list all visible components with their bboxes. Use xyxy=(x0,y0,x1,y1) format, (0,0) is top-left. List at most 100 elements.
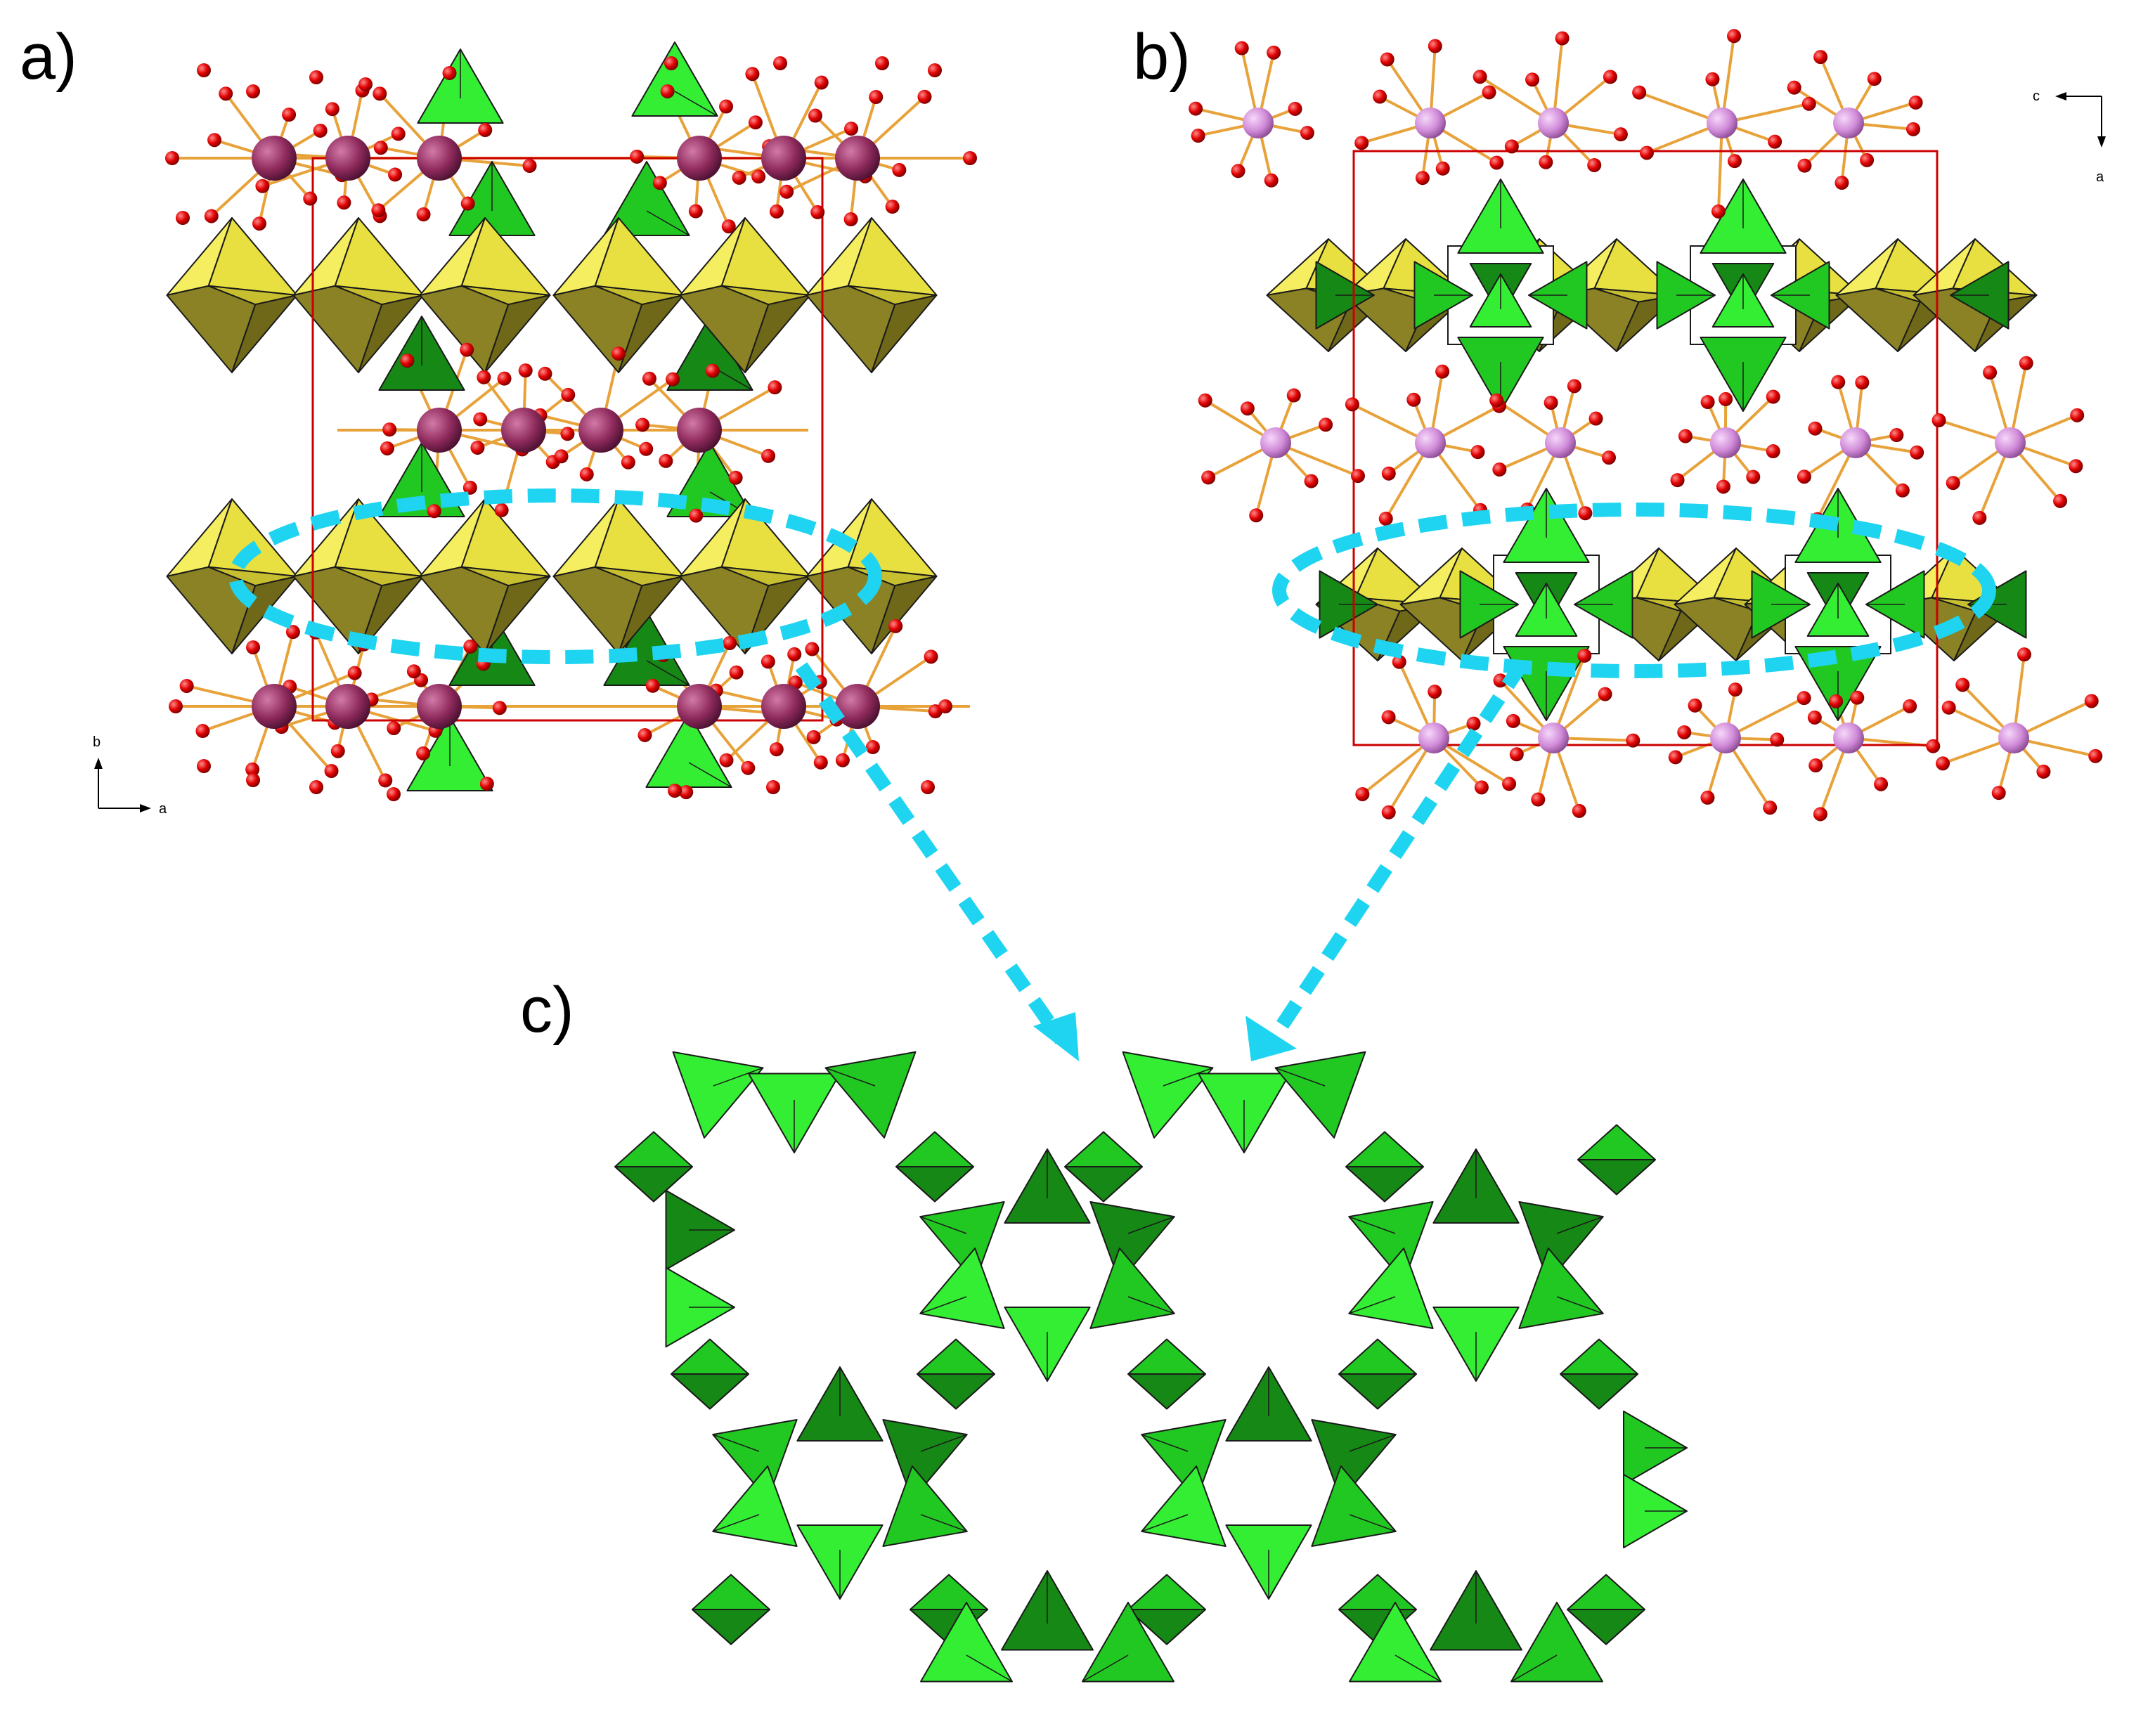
tetrahedron xyxy=(712,1419,798,1501)
cation-atom xyxy=(835,684,880,729)
oxygen-atom xyxy=(406,664,421,679)
oxygen-atom xyxy=(729,665,744,680)
tetrahedron-edge xyxy=(646,210,690,236)
panel-a-highlight-loop xyxy=(228,488,882,664)
dotted-arrow-icon xyxy=(1245,660,1528,1061)
octahedron-face xyxy=(871,576,938,654)
oxygen-atom xyxy=(1926,739,1941,753)
cation-atom xyxy=(1840,427,1871,458)
oxygen-atom xyxy=(1716,479,1730,494)
dotted-arrow-icon xyxy=(795,662,1079,1061)
oxygen-atom xyxy=(1700,395,1715,410)
tetrahedron-edge xyxy=(1349,1514,1397,1532)
oxygen-atom xyxy=(165,151,179,165)
tetrahedron xyxy=(882,1465,968,1547)
oxygen-atom xyxy=(1626,733,1641,748)
tetrahedron-edge xyxy=(1348,1216,1396,1234)
oxygen-atom xyxy=(309,780,323,794)
tetrahedron xyxy=(919,1201,1005,1283)
oxygen-atom xyxy=(330,744,345,758)
tetrahedron-face xyxy=(1127,1609,1206,1645)
oxygen-atom xyxy=(1304,474,1319,488)
oxygen-atom xyxy=(2088,749,2103,763)
oxygen-atom xyxy=(813,755,828,770)
oxygen-atom xyxy=(611,346,626,361)
axis-c-label: c xyxy=(2033,89,2040,104)
oxygen-atom xyxy=(1813,807,1827,822)
oxygen-atom xyxy=(1525,72,1540,87)
axis-triad-icon: b a xyxy=(93,734,167,817)
tetrahedron-face xyxy=(692,1609,770,1645)
panel-c-label: c) xyxy=(520,974,574,1046)
oxygen-atom xyxy=(761,654,775,669)
cation-atom xyxy=(1710,723,1741,753)
oxygen-atom xyxy=(1482,85,1496,100)
oxygen-atom xyxy=(1797,158,1812,173)
oxygen-atom xyxy=(246,84,260,98)
oxygen-atom xyxy=(1435,364,1450,379)
tetrahedron xyxy=(882,1419,968,1501)
oxygen-atom xyxy=(246,773,260,787)
oxygen-atom xyxy=(1603,70,1617,84)
oxygen-atom xyxy=(255,179,270,193)
oxygen-atom xyxy=(1797,469,1811,484)
oxygen-atom xyxy=(2017,647,2031,662)
oxygen-atom xyxy=(814,75,829,90)
tetrahedron-face xyxy=(1345,1166,1424,1203)
tetrahedron-face xyxy=(671,1373,749,1410)
cation-atom xyxy=(1833,108,1864,138)
oxygen-atom xyxy=(1544,395,1558,410)
panel-a-yellow-octahedra xyxy=(166,217,938,654)
oxygen-atom xyxy=(347,666,362,680)
oxygen-atom xyxy=(554,449,569,464)
oxygen-atom xyxy=(963,151,977,165)
oxygen-atom xyxy=(921,780,935,794)
oxygen-atom xyxy=(1350,469,1365,484)
oxygen-atom xyxy=(380,441,394,455)
oxygen-atom xyxy=(1493,673,1508,688)
cation-atom xyxy=(325,136,370,181)
oxygen-atom xyxy=(463,639,478,654)
tetrahedron-edge xyxy=(919,1216,967,1234)
tetrahedron xyxy=(1082,1602,1174,1683)
cation-atom xyxy=(1545,427,1576,458)
tetrahedron xyxy=(1089,1248,1175,1329)
cation-atom xyxy=(1243,108,1274,138)
oxygen-atom xyxy=(1613,127,1628,142)
oxygen-atom xyxy=(169,699,183,713)
cation-atom xyxy=(252,684,297,729)
oxygen-atom xyxy=(195,724,210,739)
oxygen-atom xyxy=(387,721,401,736)
cation-atom xyxy=(1707,108,1738,138)
oxygen-atom xyxy=(869,89,884,104)
oxygen-atom xyxy=(1381,805,1396,820)
oxygen-atom xyxy=(1567,379,1581,394)
tetrahedron xyxy=(919,1248,1005,1329)
oxygen-atom xyxy=(1288,101,1302,116)
oxygen-atom xyxy=(371,203,386,218)
oxygen-atom xyxy=(442,65,457,80)
oxygen-atom xyxy=(808,108,822,123)
tetrahedron xyxy=(1518,1248,1604,1329)
tetrahedron-edge xyxy=(920,1434,968,1452)
tetrahedron xyxy=(1089,1201,1175,1283)
axis-b-label: b xyxy=(93,734,101,750)
oxygen-atom xyxy=(1946,476,1960,491)
oxygen-atom xyxy=(1746,469,1761,484)
oxygen-atom xyxy=(478,122,493,137)
oxygen-atom xyxy=(1378,511,1393,526)
cation-atom xyxy=(1833,723,1864,753)
panel-b-highlight-loop xyxy=(1272,503,1996,678)
panel-b-label: b) xyxy=(1133,21,1191,93)
tetrahedron-face xyxy=(1127,1373,1206,1410)
oxygen-atom xyxy=(1189,101,1203,116)
cation-atom xyxy=(1998,723,2029,753)
oxygen-atom xyxy=(1234,41,1249,56)
oxygen-atom xyxy=(805,642,820,656)
oxygen-atom xyxy=(1727,29,1742,44)
tetrahedron xyxy=(712,1465,798,1547)
oxygen-atom xyxy=(324,763,339,778)
tetrahedron xyxy=(1274,1051,1366,1139)
oxygen-atom xyxy=(1797,691,1811,706)
